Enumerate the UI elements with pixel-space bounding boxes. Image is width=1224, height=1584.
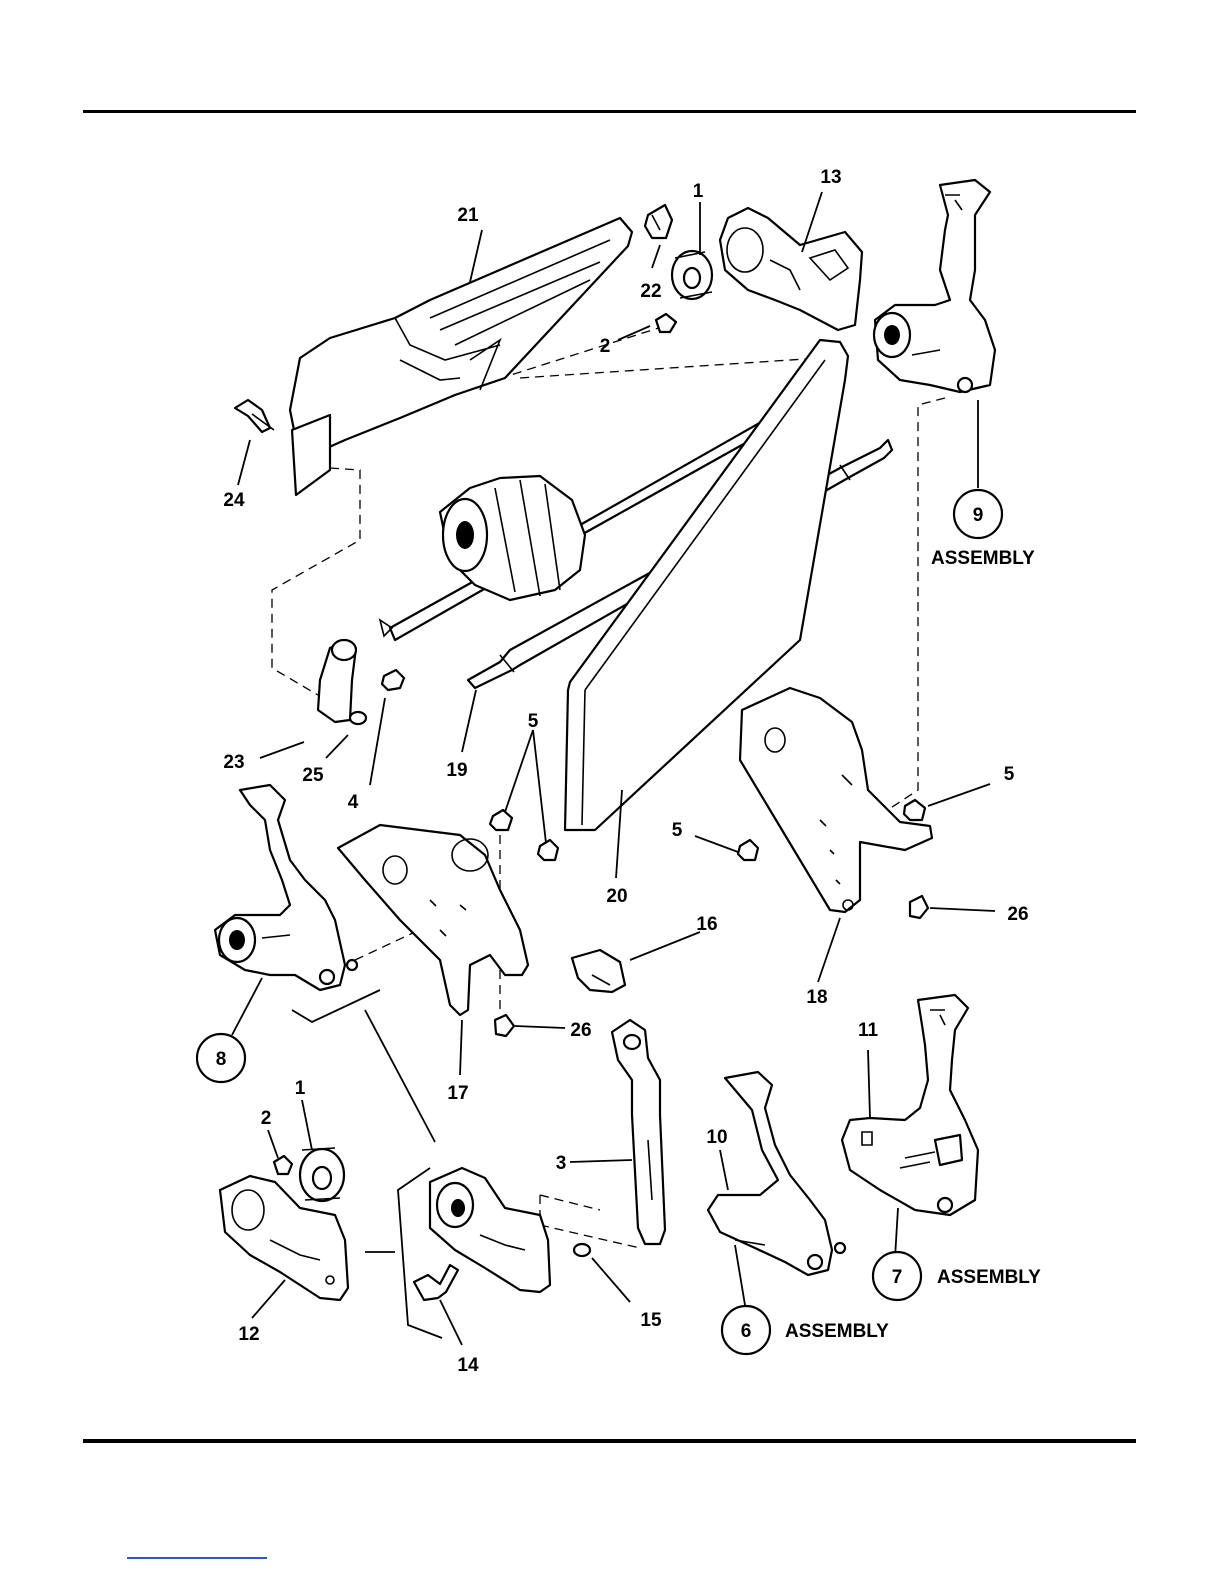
part-22-clip <box>645 205 672 238</box>
part-1-bearing-bottom <box>300 1148 344 1201</box>
part-4-nut <box>382 670 404 690</box>
callout-19: 19 <box>446 760 467 781</box>
callout-16: 16 <box>696 914 717 935</box>
assembly-label-7: ASSEMBLY <box>937 1267 1041 1288</box>
callout-4: 4 <box>348 792 359 813</box>
part-26-screw-right <box>910 896 928 918</box>
part-8-assembly <box>215 785 357 990</box>
callout-3: 3 <box>556 1153 567 1174</box>
part-26-screw-left <box>495 1015 514 1036</box>
callout-2-bottom: 2 <box>261 1108 272 1129</box>
callout-11: 11 <box>858 1020 879 1041</box>
assembly-label-9: ASSEMBLY <box>931 548 1035 569</box>
callout-10: 10 <box>706 1127 727 1148</box>
callout-12: 12 <box>238 1324 259 1345</box>
part-5-nut-a <box>490 810 512 830</box>
callout-17: 17 <box>447 1083 468 1104</box>
callout-18: 18 <box>806 987 827 1008</box>
callout-5-right: 5 <box>1004 764 1015 785</box>
part-18-side-plate <box>740 688 932 912</box>
part-9-assembly <box>874 180 995 392</box>
part-3-lever <box>612 1020 665 1244</box>
part-13-bracket <box>720 208 862 330</box>
part-14-bolt <box>414 1265 458 1300</box>
part-16-cap <box>572 950 625 992</box>
part-1-bearing-top <box>672 251 712 299</box>
part-6-assembly <box>708 1072 845 1275</box>
callout-22: 22 <box>640 281 661 302</box>
callout-26-left: 26 <box>570 1020 591 1041</box>
callout-14: 14 <box>457 1355 479 1376</box>
callout-6: 6 <box>741 1321 752 1342</box>
callout-25: 25 <box>302 765 324 786</box>
callout-13: 13 <box>820 167 841 188</box>
callout-15: 15 <box>640 1310 662 1331</box>
callout-20: 20 <box>606 886 627 907</box>
callout-9: 9 <box>973 505 984 526</box>
part-23-bracket <box>318 640 356 722</box>
part-21-housing <box>290 218 632 495</box>
callout-21: 21 <box>457 205 479 226</box>
callout-8: 8 <box>216 1049 227 1070</box>
callout-24: 24 <box>223 490 245 511</box>
part-5-nut-b <box>538 840 558 860</box>
callout-23: 23 <box>223 752 244 773</box>
callout-7: 7 <box>892 1267 903 1288</box>
part-2-screw-bottom <box>274 1156 292 1174</box>
part-24-bolt <box>235 400 274 432</box>
assembly-label-6: ASSEMBLY <box>785 1321 889 1342</box>
callout-2: 2 <box>600 336 611 357</box>
callout-5-top: 5 <box>528 711 539 732</box>
part-25-washer <box>350 712 366 724</box>
part-2-screw-top <box>656 314 676 332</box>
part-15-washer <box>574 1244 590 1256</box>
part-5-nut-c <box>738 840 758 860</box>
callout-26-right: 26 <box>1007 904 1028 925</box>
callout-1: 1 <box>693 181 704 202</box>
callout-1-bottom: 1 <box>295 1078 306 1099</box>
callout-5-middle: 5 <box>672 820 683 841</box>
part-5-nut-d <box>904 800 925 820</box>
